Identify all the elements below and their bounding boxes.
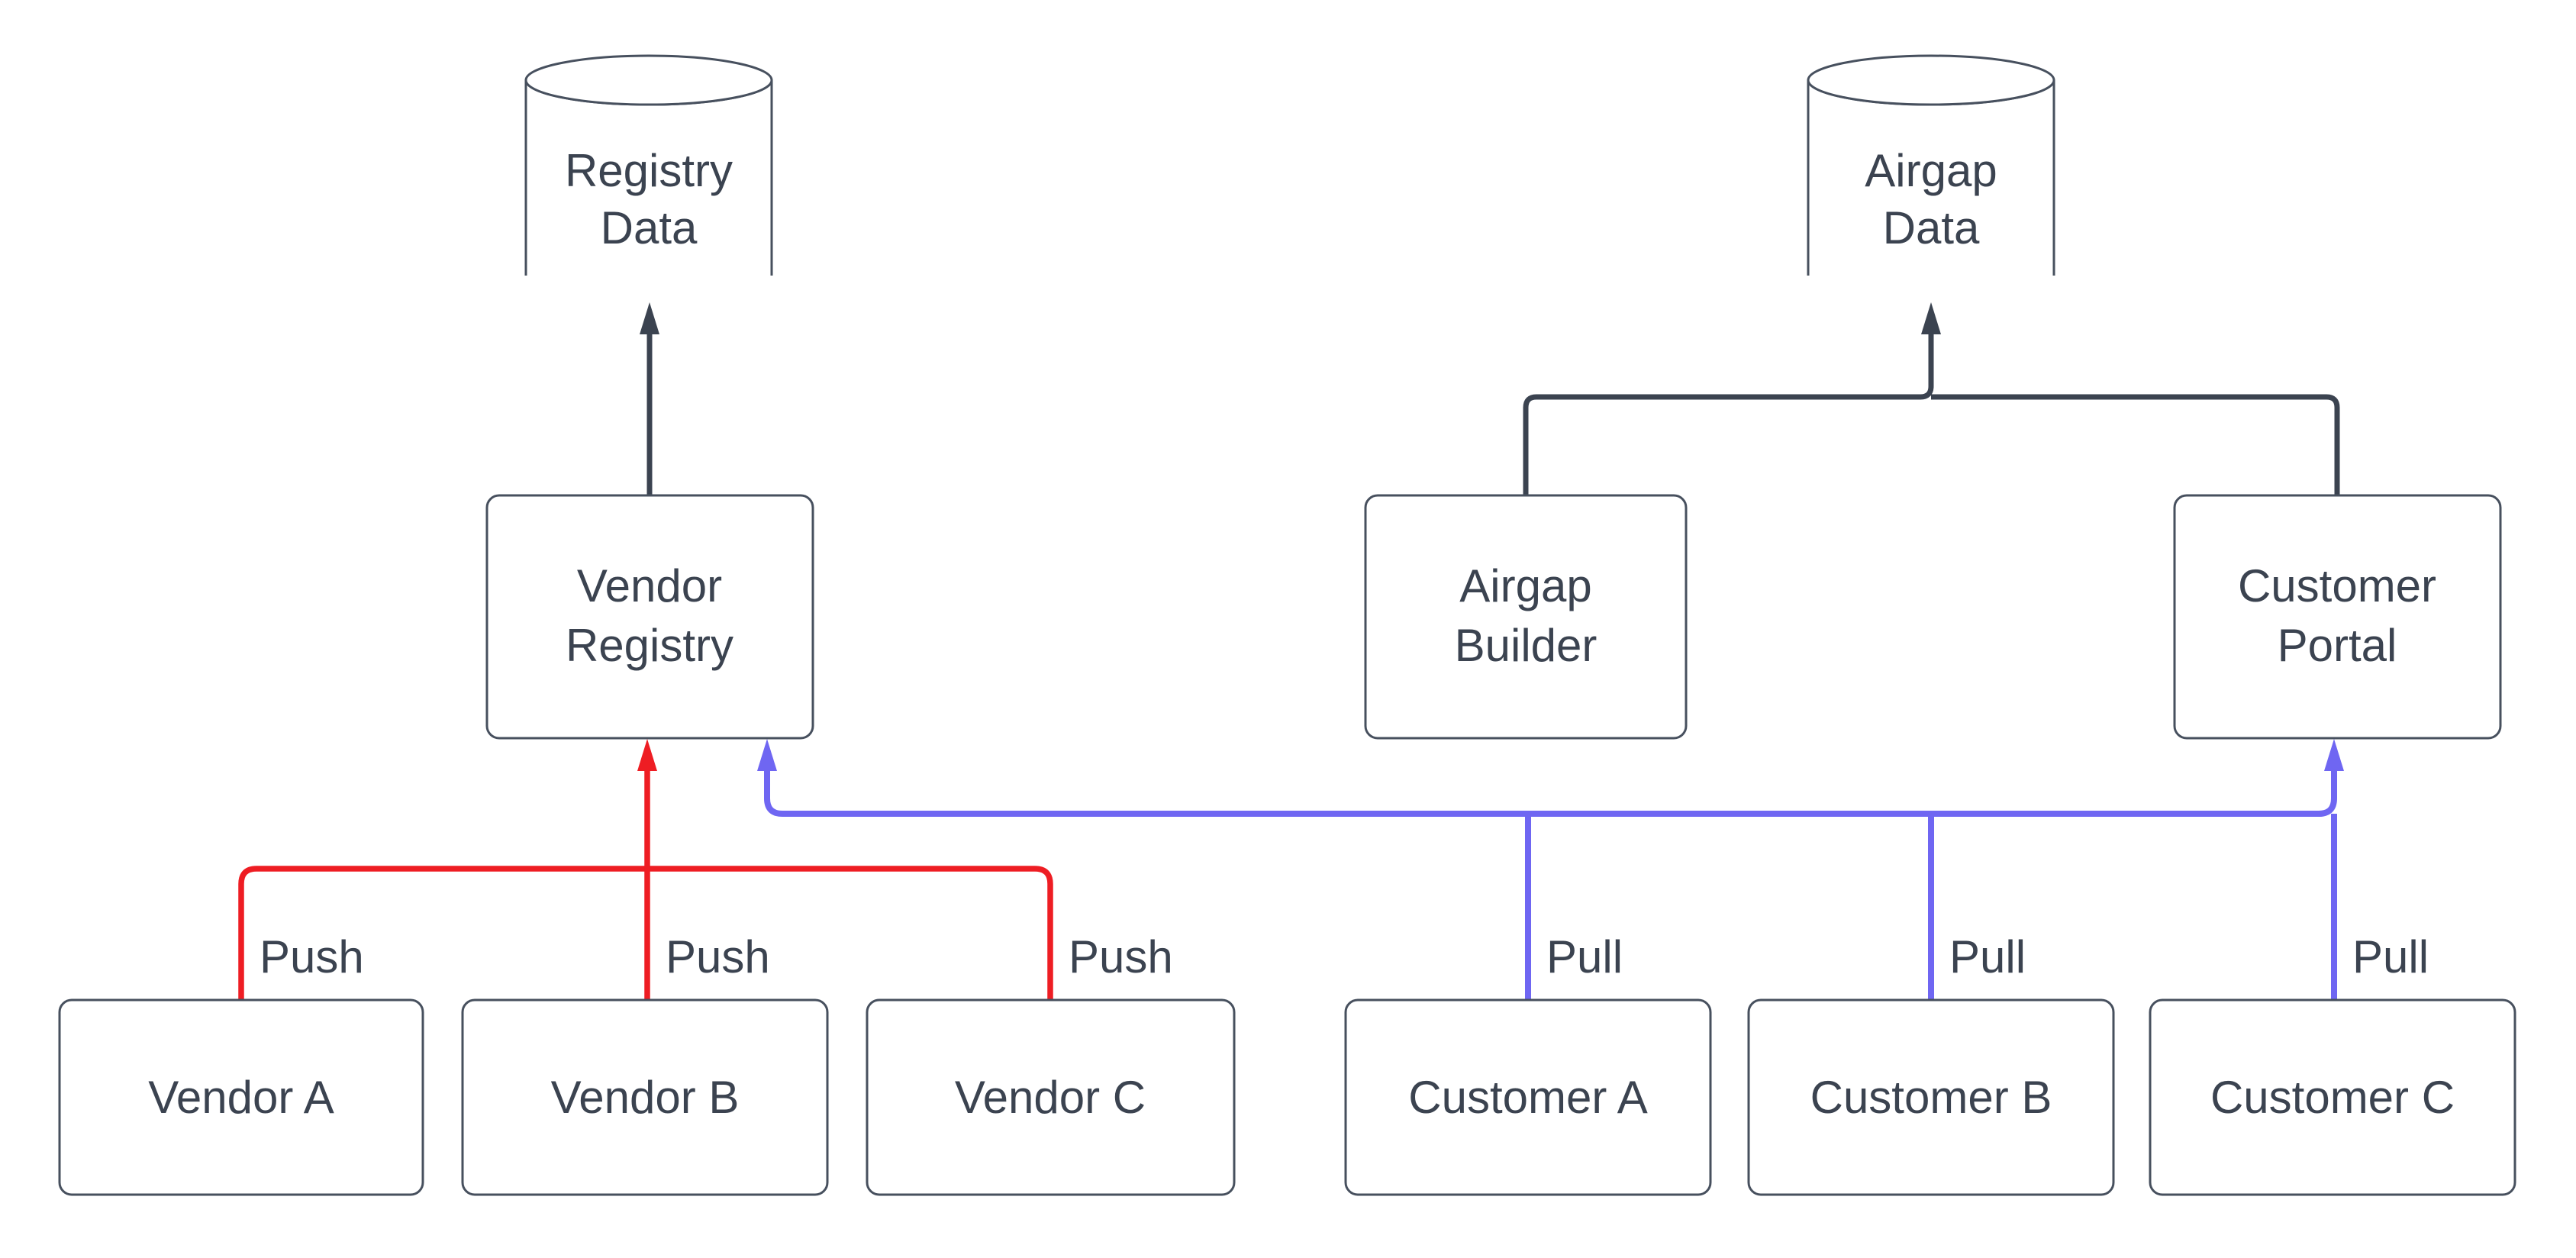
cylinder-top bbox=[524, 54, 773, 106]
node-box bbox=[2149, 998, 2516, 1196]
node-label: Registry bbox=[566, 620, 733, 671]
arrowhead-up-icon bbox=[1921, 302, 1941, 334]
node-box bbox=[485, 494, 814, 740]
node-label: Portal bbox=[2278, 620, 2397, 671]
node-customer-a: Customer A bbox=[1344, 998, 1712, 1196]
node-box bbox=[2173, 494, 2502, 740]
edge-label-push-vendor-b: Push bbox=[666, 931, 770, 982]
node-label: Registry bbox=[565, 145, 733, 196]
edge-customers-pull-bus bbox=[757, 739, 2344, 817]
edge-vendor-registry-to-registry-data bbox=[640, 302, 659, 495]
edge-label-pull-customer-c: Pull bbox=[2352, 931, 2429, 982]
node-label: Customer A bbox=[1408, 1072, 1647, 1123]
node-vendor-a: Vendor A bbox=[58, 998, 424, 1196]
node-label: Builder bbox=[1455, 620, 1598, 671]
arrowhead-up-icon bbox=[640, 302, 659, 334]
node-box bbox=[461, 998, 829, 1196]
node-label: Customer bbox=[2238, 560, 2436, 611]
node-vendor-c: Vendor C bbox=[866, 998, 1236, 1196]
node-box bbox=[58, 998, 424, 1196]
node-label: Data bbox=[601, 202, 698, 253]
arrowhead-up-icon bbox=[757, 739, 777, 771]
node-label: Airgap bbox=[1865, 145, 1997, 196]
node-label: Customer C bbox=[2210, 1072, 2455, 1123]
edge-line bbox=[1523, 333, 1934, 495]
node-label: Airgap bbox=[1459, 560, 1591, 611]
edge-airgap-builder-to-airgap-data bbox=[1523, 302, 1941, 495]
node-label: Vendor bbox=[577, 560, 722, 611]
edge-vendor-b-push-to-vendor-registry bbox=[637, 739, 657, 1000]
node-customer-portal: Customer Portal bbox=[2173, 494, 2502, 740]
node-box bbox=[1344, 998, 1712, 1196]
node-label: Data bbox=[1883, 202, 1980, 253]
node-box bbox=[866, 998, 1236, 1196]
arrowhead-up-icon bbox=[2324, 739, 2344, 771]
node-label: Customer B bbox=[1810, 1072, 2052, 1123]
edge-line bbox=[764, 769, 2337, 817]
edge-line bbox=[1931, 394, 2340, 495]
node-box bbox=[1364, 494, 1688, 740]
edge-label-pull-customer-b: Pull bbox=[1949, 931, 2026, 982]
node-customer-b: Customer B bbox=[1747, 998, 2115, 1196]
node-registry-data: Registry Data bbox=[524, 54, 773, 276]
node-label: Vendor B bbox=[551, 1072, 740, 1123]
cylinder-top bbox=[1807, 54, 2055, 106]
arrowhead-up-icon bbox=[637, 739, 657, 771]
edge-label-pull-customer-a: Pull bbox=[1546, 931, 1623, 982]
node-label: Vendor A bbox=[148, 1072, 334, 1123]
node-vendor-registry: Vendor Registry bbox=[485, 494, 814, 740]
edge-customer-portal-to-airgap-data bbox=[1931, 394, 2340, 495]
node-vendor-b: Vendor B bbox=[461, 998, 829, 1196]
node-airgap-builder: Airgap Builder bbox=[1364, 494, 1688, 740]
node-airgap-data: Airgap Data bbox=[1807, 54, 2055, 276]
edge-label-push-vendor-c: Push bbox=[1069, 931, 1173, 982]
node-label: Vendor C bbox=[955, 1072, 1146, 1123]
node-customer-c: Customer C bbox=[2149, 998, 2516, 1196]
edge-label-push-vendor-a: Push bbox=[260, 931, 364, 982]
node-box bbox=[1747, 998, 2115, 1196]
